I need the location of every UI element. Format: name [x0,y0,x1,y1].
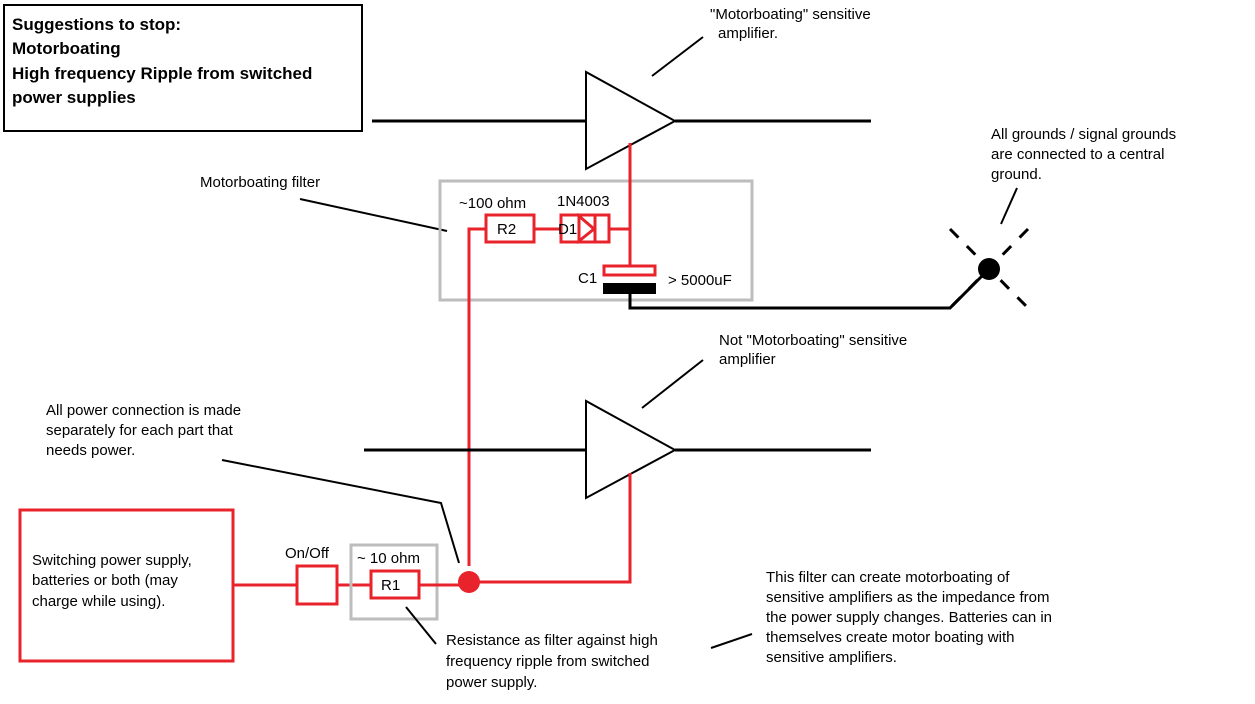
amp1-note-line-1: "Motorboating" sensitive [710,6,871,23]
grounds-note-line-3: ground. [991,166,1042,183]
amp2-supply-wire [469,473,632,584]
title-line-3: High frequency Ripple from switched [12,64,312,83]
r2-value: ~100 ohm [459,195,526,212]
grounds-note-line-1: All grounds / signal grounds [991,126,1176,143]
central-ground-node [978,258,1000,280]
filter-pointer [299,198,448,232]
c1-value: > 5000uF [668,272,732,289]
motorboat-note-line-1: This filter can create motorboating of [766,569,1010,586]
filter-label: Motorboating filter [200,174,320,191]
r1-filter-box [349,543,439,621]
d1-type: 1N4003 [557,193,610,210]
amp1-note-line-2: amplifier. [718,25,778,42]
motorboating-filter-box [438,179,754,302]
power-note-pointer [221,459,460,564]
title-line-1: Suggestions to stop: [12,15,181,34]
r1-note-line-1: Resistance as filter against high [446,632,658,649]
r1-resistor [369,569,421,600]
power-node [458,571,480,593]
amp2-pointer [641,359,704,409]
power-note-line-3: needs power. [46,442,135,459]
r1-value: ~ 10 ohm [357,550,420,567]
c1-name: C1 [578,270,597,287]
motorboat-note-line-4: themselves create motor boating with [766,629,1014,646]
r1-note-pointer [405,606,437,645]
r2-resistor [484,213,536,244]
grounds-note-line-2: are connected to a central [991,146,1164,163]
main-supply-riser [467,227,486,566]
motorboat-note-pointer [710,633,753,649]
switch-label: On/Off [285,545,330,562]
motorboat-note-line-3: the power supply changes. Batteries can … [766,609,1052,626]
motorboat-note-line-5: sensitive amplifiers. [766,649,897,666]
motorboat-note-line-2: sensitive amplifiers as the impedance fr… [766,589,1049,606]
power-note-line-2: separately for each part that [46,422,234,439]
c1-capacitor-plate-positive [602,264,657,277]
power-note-line-1: All power connection is made [46,402,241,419]
title-line-4: power supplies [12,88,136,107]
supply-text-line-3: charge while using). [32,593,165,610]
r1-note-line-2: frequency ripple from switched [446,653,649,670]
supply-text-line-1: Switching power supply, [32,552,192,569]
amp2-note-line-2: amplifier [719,351,776,368]
r1-note-line-3: power supply. [446,674,537,691]
r1-name: R1 [381,577,400,594]
d1-name: D1 [558,221,577,238]
grounds-pointer [1000,187,1018,225]
c1-capacitor-plate-negative [603,283,656,294]
on-off-switch [295,564,339,606]
title-line-2: Motorboating [12,39,121,58]
r2-name: R2 [497,221,516,238]
amp2-note-line-1: Not "Motorboating" sensitive [719,332,907,349]
title-box [3,4,363,132]
amp1-pointer [651,36,704,77]
d1-diode-symbol [577,212,597,245]
supply-text-line-2: batteries or both (may [32,572,178,589]
